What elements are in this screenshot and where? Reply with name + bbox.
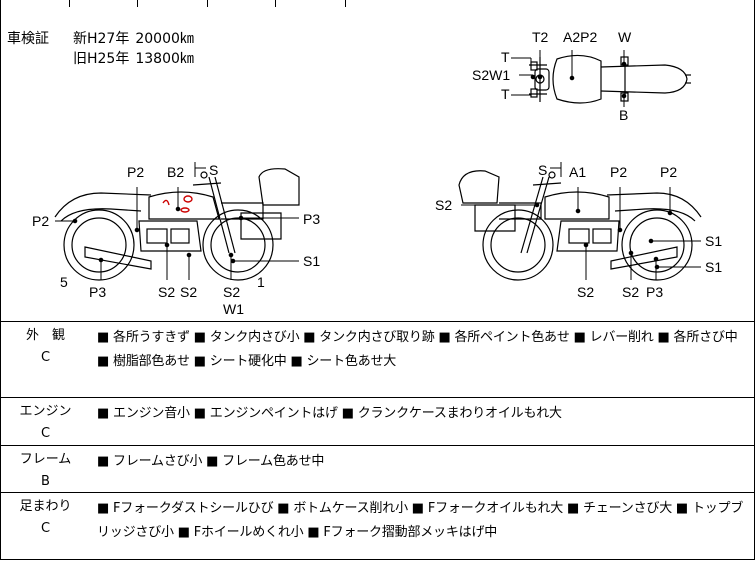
- left-label-6: 5: [60, 274, 68, 290]
- right-label-1: A1: [569, 164, 586, 180]
- top-view-callouts: [511, 50, 627, 107]
- condition-row-exterior: 外 観 C ■ 各所うすきず ■ タンク内さび小 ■ タンク内さび取り跡 ■ 各…: [1, 321, 755, 398]
- inspection-label: 車検証: [7, 31, 49, 47]
- motorcycle-diagrams: T2 A2P2 W T S2W1 T B: [32, 29, 722, 317]
- right-label-5: S1: [705, 233, 722, 249]
- right-label-4: S2: [435, 197, 452, 213]
- left-label-1: B2: [167, 164, 184, 180]
- condition-text: ■ Fフォークダストシールひび ■ ボトムケース削れ小 ■ Fフォークオイルもれ…: [97, 501, 744, 540]
- left-label-8: S2: [158, 284, 175, 300]
- old-label: 旧H25年: [73, 51, 130, 67]
- right-label-3: P2: [660, 164, 677, 180]
- category-grade: C: [40, 350, 51, 365]
- right-label-7: S2: [577, 284, 594, 300]
- category-grade: C: [40, 521, 51, 536]
- condition-row-suspension: 足まわり C ■ Fフォークダストシールひび ■ ボトムケース削れ小 ■ Fフォ…: [1, 492, 755, 560]
- top-label-0: T2: [532, 29, 549, 45]
- right-label-0: S: [538, 162, 547, 178]
- new-value: 20000㎞: [135, 31, 194, 47]
- right-label-6: S1: [705, 259, 722, 275]
- left-label-5: S1: [303, 253, 320, 269]
- left-view-labels: P2 B2 S P2 P3 S1 5 P3 S2 S2 S2 W1 1: [32, 162, 320, 317]
- top-view-drawing: [529, 54, 691, 104]
- left-label-4: P3: [303, 211, 320, 227]
- right-label-2: P2: [610, 164, 627, 180]
- condition-text: ■ フレームさび小 ■ フレーム色あせ中: [97, 454, 325, 469]
- left-label-3: P2: [32, 213, 49, 229]
- condition-row-frame: フレーム B ■ フレームさび小 ■ フレーム色あせ中: [1, 445, 755, 493]
- category-cell: エンジン C: [1, 398, 90, 445]
- left-label-0: P2: [127, 164, 144, 180]
- top-label-2: W: [618, 29, 632, 45]
- left-label-9: S2: [180, 284, 197, 300]
- category-label: 足まわり: [19, 499, 72, 514]
- left-label-2: S: [209, 162, 218, 178]
- old-value: 13800㎞: [135, 51, 194, 67]
- top-label-1: A2P2: [563, 29, 597, 45]
- right-view-labels: S A1 P2 P2 S2 S1 S1 S2 S2 P3: [435, 162, 722, 300]
- top-label-5: T: [501, 86, 510, 102]
- left-view-callouts: [55, 162, 299, 280]
- top-label-6: B: [619, 107, 628, 123]
- diagram-area: 車検証 新H27年 20000㎞ 旧H25年 13800㎞: [1, 7, 755, 321]
- left-damage-marks: [162, 195, 193, 213]
- category-grade: C: [40, 426, 51, 441]
- header-strip: [1, 0, 755, 7]
- condition-row-engine: エンジン C ■ エンジン音小 ■ エンジンペイントはげ ■ クランクケースまわ…: [1, 397, 755, 446]
- condition-text: ■ 各所うすきず ■ タンク内さび小 ■ タンク内さび取り跡 ■ 各所ペイント色…: [97, 330, 738, 369]
- category-cell: 足まわり C: [1, 493, 90, 540]
- category-cell: 外 観 C: [1, 322, 90, 369]
- left-label-12: 1: [257, 274, 265, 290]
- category-label: フレーム: [19, 452, 72, 467]
- left-label-7: P3: [89, 284, 106, 300]
- mileage-block: 車検証 新H27年 20000㎞ 旧H25年 13800㎞: [7, 29, 194, 69]
- right-label-8: S2: [622, 284, 639, 300]
- new-label: 新H27年: [73, 31, 130, 47]
- right-label-9: P3: [646, 284, 663, 300]
- condition-text: ■ エンジン音小 ■ エンジンペイントはげ ■ クランクケースまわりオイルもれ大: [97, 406, 562, 421]
- category-label: 外 観: [25, 328, 65, 343]
- top-label-4: S2W1: [472, 67, 510, 83]
- category-cell: フレーム B: [1, 446, 90, 493]
- category-label: エンジン: [19, 404, 72, 419]
- left-label-11: W1: [223, 301, 244, 317]
- top-view-labels: T2 A2P2 W T S2W1 T B: [472, 29, 632, 123]
- left-view-drawing: [54, 168, 300, 281]
- left-label-10: S2: [223, 284, 240, 300]
- category-grade: B: [41, 474, 50, 489]
- right-view-drawing: [458, 170, 702, 281]
- top-label-3: T: [501, 49, 510, 65]
- right-view-callouts: [461, 162, 701, 280]
